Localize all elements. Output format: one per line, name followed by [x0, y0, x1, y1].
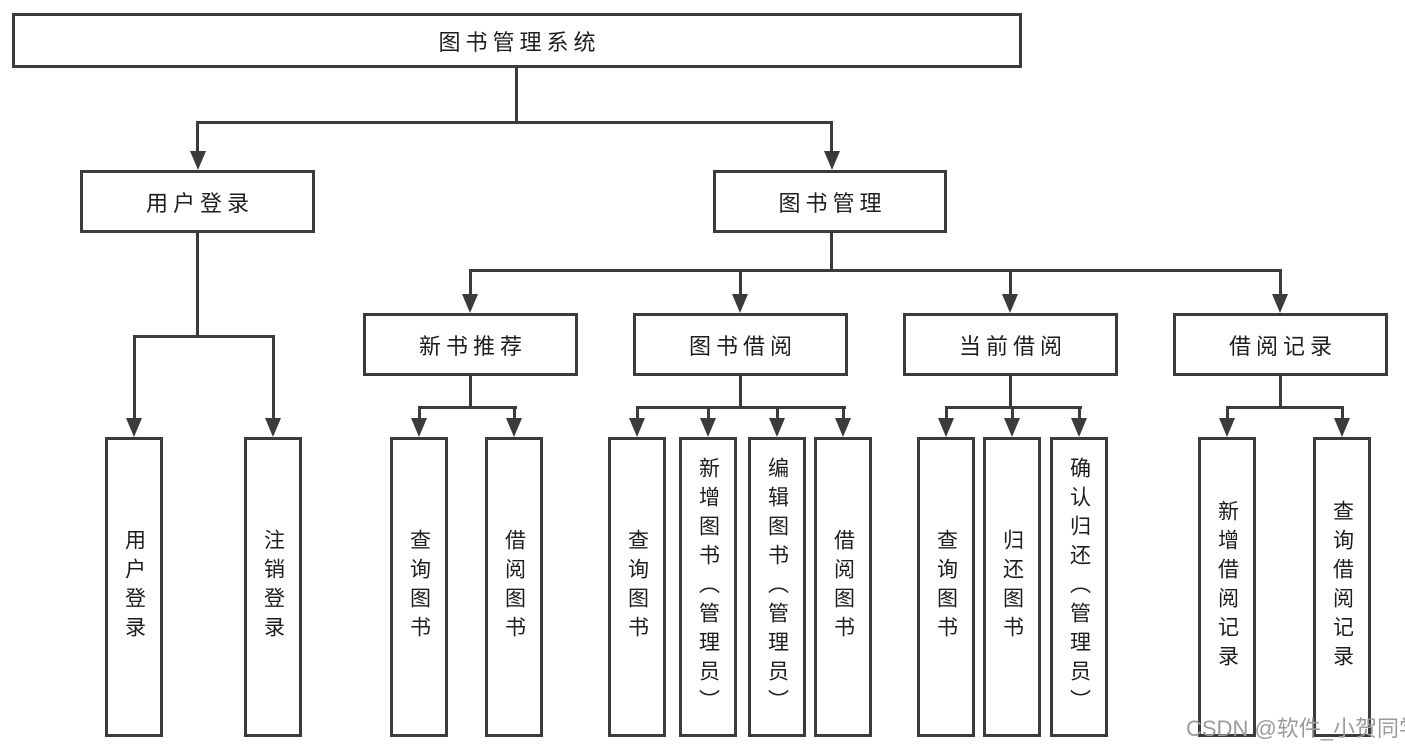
connector-drop-br-add: [1226, 406, 1229, 419]
node-current-borrow: 当前借阅: [903, 313, 1118, 376]
connector-drop-current-borrow: [1009, 269, 1012, 295]
arrowhead-nb-query: [411, 418, 427, 437]
node-book-management: 图书管理: [713, 170, 947, 233]
connector-drop-br-query: [1341, 406, 1344, 419]
connector-borrow-records-stem: [1279, 376, 1282, 406]
connector-drop-book-management: [830, 121, 833, 152]
arrowhead-bb-borrow: [835, 418, 851, 437]
arrowhead-new-book-recommend: [462, 294, 478, 313]
node-leaf-bb-add-books-admin: 新增图书（管理员）: [679, 437, 737, 737]
node-leaf-nb-borrow-books: 借阅图书: [485, 437, 543, 737]
node-leaf-br-add-record: 新增借阅记录: [1198, 437, 1256, 737]
arrowhead-bb-edit: [769, 418, 785, 437]
node-book-borrow: 图书借阅: [633, 313, 848, 376]
node-new-book-recommend: 新书推荐: [363, 313, 578, 376]
node-leaf-logout: 注销登录: [244, 437, 302, 737]
node-root: 图书管理系统: [12, 13, 1022, 68]
connector-root-stem: [515, 68, 518, 121]
connector-book-borrow-stem: [739, 376, 742, 406]
connector-drop-cb-confirm: [1078, 406, 1081, 419]
connector-drop-cb-return: [1011, 406, 1014, 419]
connector-new-book-recommend-bar: [418, 406, 517, 409]
node-leaf-bb-edit-books-admin: 编辑图书（管理员）: [748, 437, 806, 737]
connector-drop-book-borrow: [739, 269, 742, 295]
connector-drop-bb-borrow: [842, 406, 845, 419]
node-user-login: 用户登录: [80, 170, 315, 233]
arrowhead-borrow-records: [1272, 294, 1288, 313]
connector-drop-nb-query: [418, 406, 421, 419]
node-leaf-cb-query-books: 查询图书: [917, 437, 975, 737]
connector-user-login-stem: [196, 233, 199, 335]
node-leaf-bb-borrow-books: 借阅图书: [814, 437, 872, 737]
connector-drop-nb-borrow: [513, 406, 516, 419]
node-borrow-records: 借阅记录: [1173, 313, 1388, 376]
node-leaf-cb-confirm-return-admin: 确认归还（管理员）: [1050, 437, 1108, 737]
node-leaf-nb-query-books: 查询图书: [390, 437, 448, 737]
connector-drop-bb-edit: [776, 406, 779, 419]
arrowhead-current-borrow: [1002, 294, 1018, 313]
connector-borrow-records-bar: [1226, 406, 1344, 409]
connector-root-bar: [196, 121, 833, 124]
connector-new-book-recommend-stem: [469, 376, 472, 406]
connector-drop-new-book-recommend: [469, 269, 472, 295]
arrowhead-cb-return: [1004, 418, 1020, 437]
arrowhead-nb-borrow: [506, 418, 522, 437]
node-leaf-bb-query-books: 查询图书: [608, 437, 666, 737]
connector-drop-borrow-records: [1279, 269, 1282, 295]
arrowhead-bb-add: [700, 418, 716, 437]
connector-book-borrow-bar: [636, 406, 846, 409]
connector-current-borrow-stem: [1009, 376, 1012, 406]
connector-drop-cb-query: [945, 406, 948, 419]
arrowhead-bb-query: [629, 418, 645, 437]
node-leaf-user-login: 用户登录: [105, 437, 163, 737]
connector-drop-user-login: [196, 121, 199, 152]
arrowhead-cb-query: [938, 418, 954, 437]
arrowhead-leaf-logout: [265, 418, 281, 437]
connector-drop-bb-query: [636, 406, 639, 419]
arrowhead-book-management: [824, 151, 840, 170]
arrowhead-leaf-user-login: [126, 418, 142, 437]
connector-drop-leaf-user-login: [133, 335, 136, 418]
arrowhead-user-login: [190, 151, 206, 170]
connector-drop-leaf-logout: [272, 335, 275, 418]
arrowhead-br-query: [1334, 418, 1350, 437]
connector-user-login-bar: [133, 335, 275, 338]
arrowhead-book-borrow: [732, 294, 748, 313]
node-leaf-br-query-record: 查询借阅记录: [1313, 437, 1371, 737]
arrowhead-br-add: [1219, 418, 1235, 437]
arrowhead-cb-confirm: [1071, 418, 1087, 437]
node-leaf-cb-return-books: 归还图书: [983, 437, 1041, 737]
connector-book-management-bar: [469, 269, 1282, 272]
csdn-watermark: CSDN @软件_小贺同学: [1186, 716, 1405, 741]
connector-drop-bb-add: [707, 406, 710, 419]
connector-book-management-stem: [830, 233, 833, 269]
